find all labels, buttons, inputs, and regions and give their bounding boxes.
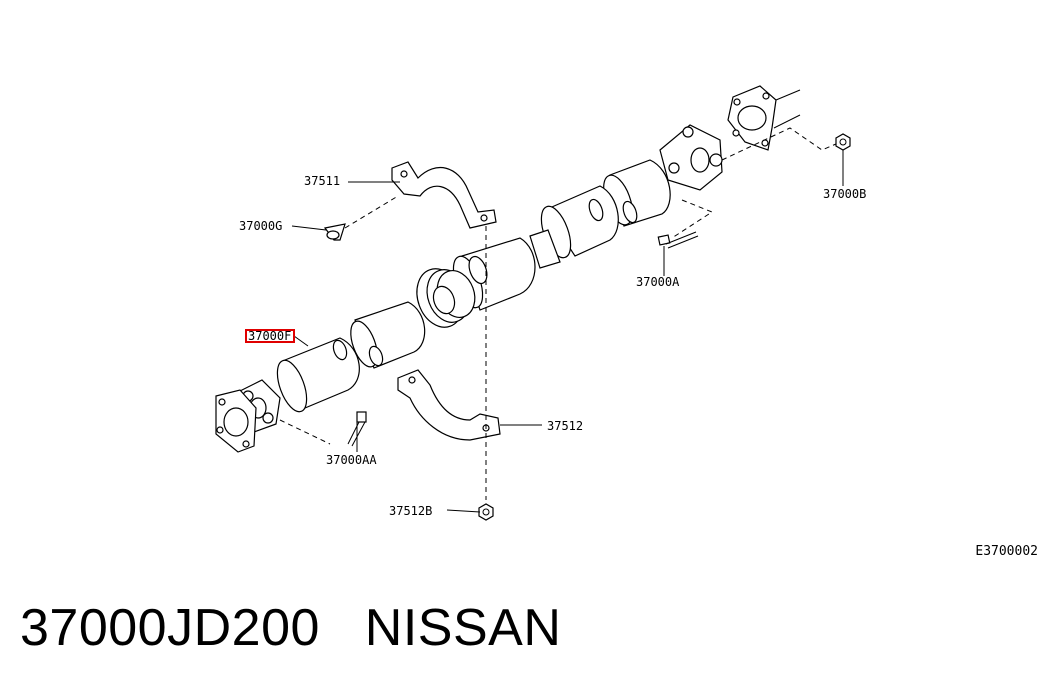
part-number: 37000JD200: [20, 599, 320, 657]
rear-center-tube: [529, 185, 619, 269]
front-flange: [215, 389, 257, 453]
nut-37512B: [478, 503, 494, 521]
callout-37511: 37511: [304, 174, 340, 188]
callout-37000AA: 37000AA: [326, 453, 377, 467]
callout-37000F-highlight: 37000F: [245, 329, 295, 343]
front-tube: [276, 337, 360, 413]
bolt-37000A: [657, 231, 699, 249]
callout-37000F: 37000F: [248, 329, 291, 343]
front-center-tube: [350, 301, 426, 369]
rear-universal-joint: [659, 124, 723, 191]
callout-37512: 37512: [547, 419, 583, 433]
clip-37000G: [323, 223, 346, 241]
leader-lines: [291, 150, 844, 513]
bracket-37511: [391, 161, 497, 229]
callout-37000B: 37000B: [823, 187, 866, 201]
drawing-code: E3700002: [975, 544, 1038, 559]
callout-37000A: 37000A: [636, 275, 680, 289]
callout-37512B: 37512B: [389, 504, 432, 518]
callout-37000G: 37000G: [239, 219, 282, 233]
nut-37000B: [835, 133, 851, 151]
brand-name: NISSAN: [364, 599, 562, 657]
part-caption: 37000JD200 NISSAN: [20, 598, 561, 658]
bracket-37512: [397, 369, 501, 441]
bolt-37000AA: [347, 411, 367, 447]
rear-tube: [603, 159, 671, 227]
center-bearing: [416, 268, 476, 328]
propeller-shaft-diagram: 37511 37000G 37000B 37000A 37000F 37000A…: [215, 85, 866, 521]
rear-flange: [727, 85, 801, 151]
assembly-dash-lines: [279, 127, 837, 500]
